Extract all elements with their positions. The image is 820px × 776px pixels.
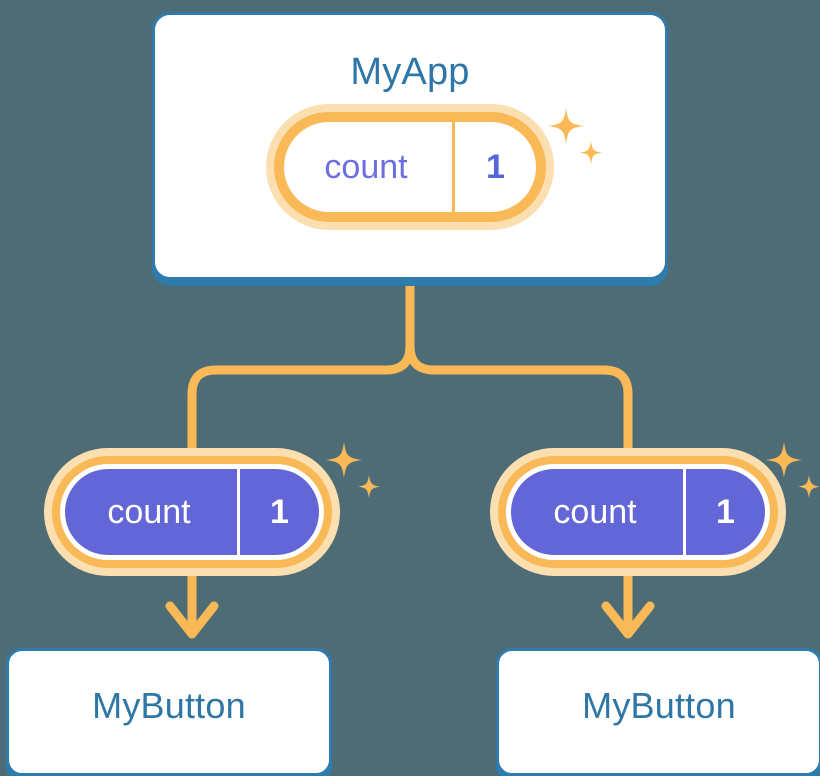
pill-body: count 1 — [511, 469, 765, 555]
component-card-mybutton-left[interactable]: MyButton — [6, 648, 332, 776]
state-pill-mybutton-right[interactable]: count 1 — [490, 448, 786, 576]
connector-app-to-left — [187, 281, 415, 457]
component-title-mybutton-right: MyButton — [582, 685, 736, 726]
component-card-mybutton-right[interactable]: MyButton — [496, 648, 820, 776]
state-pill-myapp[interactable]: count 1 — [266, 104, 554, 230]
state-value-label: 1 — [683, 469, 765, 555]
connector-app-to-right — [405, 281, 633, 457]
sparkle-four-point-small-icon — [798, 475, 820, 498]
pill-body: count 1 — [284, 122, 536, 212]
state-key-label: count — [324, 147, 408, 186]
arrow-down-icon-left — [165, 601, 219, 639]
state-value-label: 1 — [452, 122, 536, 212]
sparkle-four-point-small-icon — [358, 475, 380, 498]
state-pill-mybutton-left[interactable]: count 1 — [44, 448, 340, 576]
component-title-myapp: MyApp — [350, 51, 470, 93]
pill-body: count 1 — [65, 469, 319, 555]
state-key-label: count — [107, 492, 191, 531]
arrow-down-icon-right — [601, 601, 655, 639]
component-title-mybutton-left: MyButton — [92, 685, 246, 726]
state-value-label: 1 — [237, 469, 319, 555]
state-key-label: count — [553, 492, 637, 531]
